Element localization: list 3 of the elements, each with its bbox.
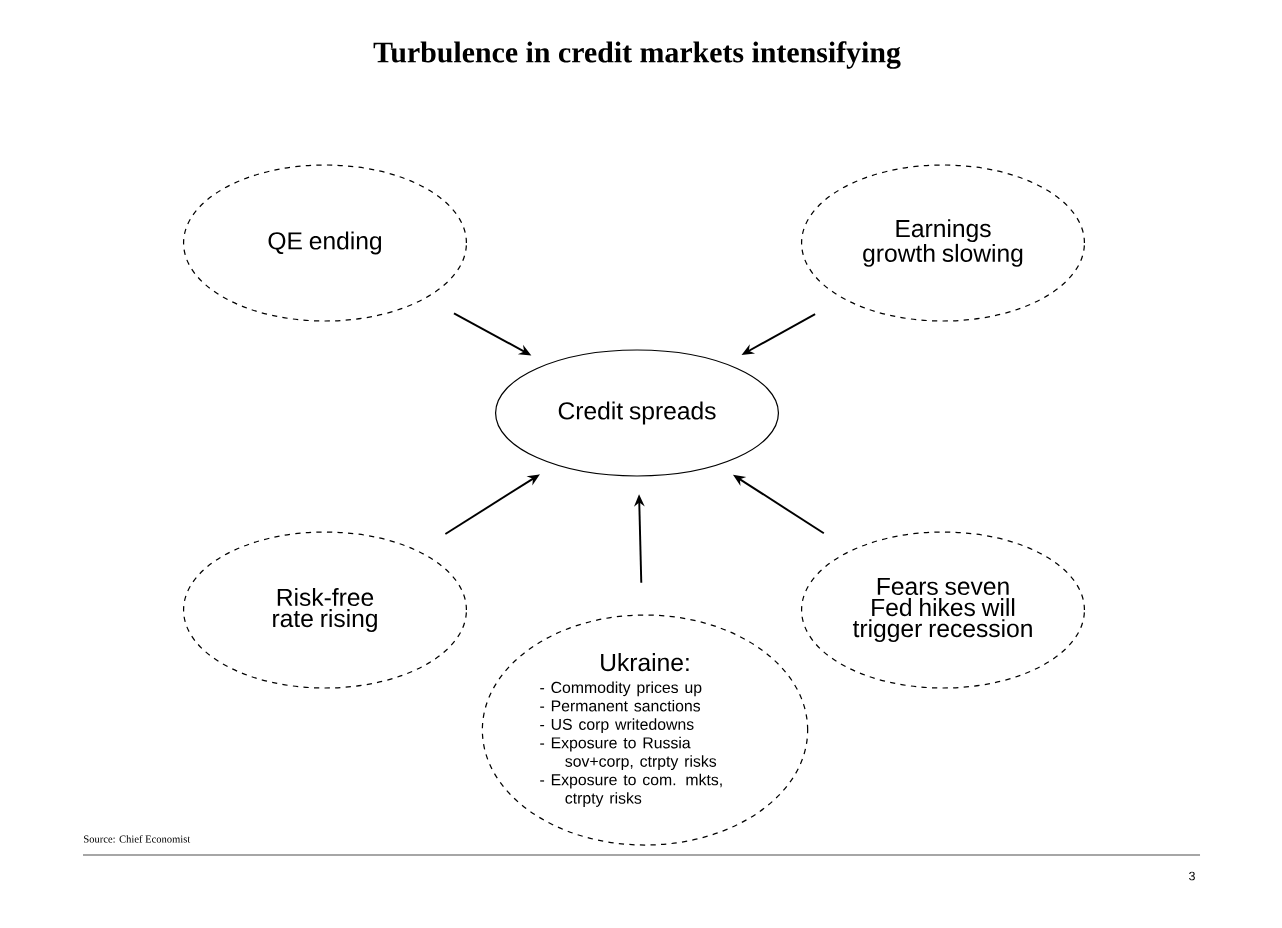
source-note: Source: Chief Economist (84, 835, 191, 843)
page-number: 3 (1189, 871, 1195, 881)
title: Turbulence in credit markets intensifying (373, 41, 901, 69)
